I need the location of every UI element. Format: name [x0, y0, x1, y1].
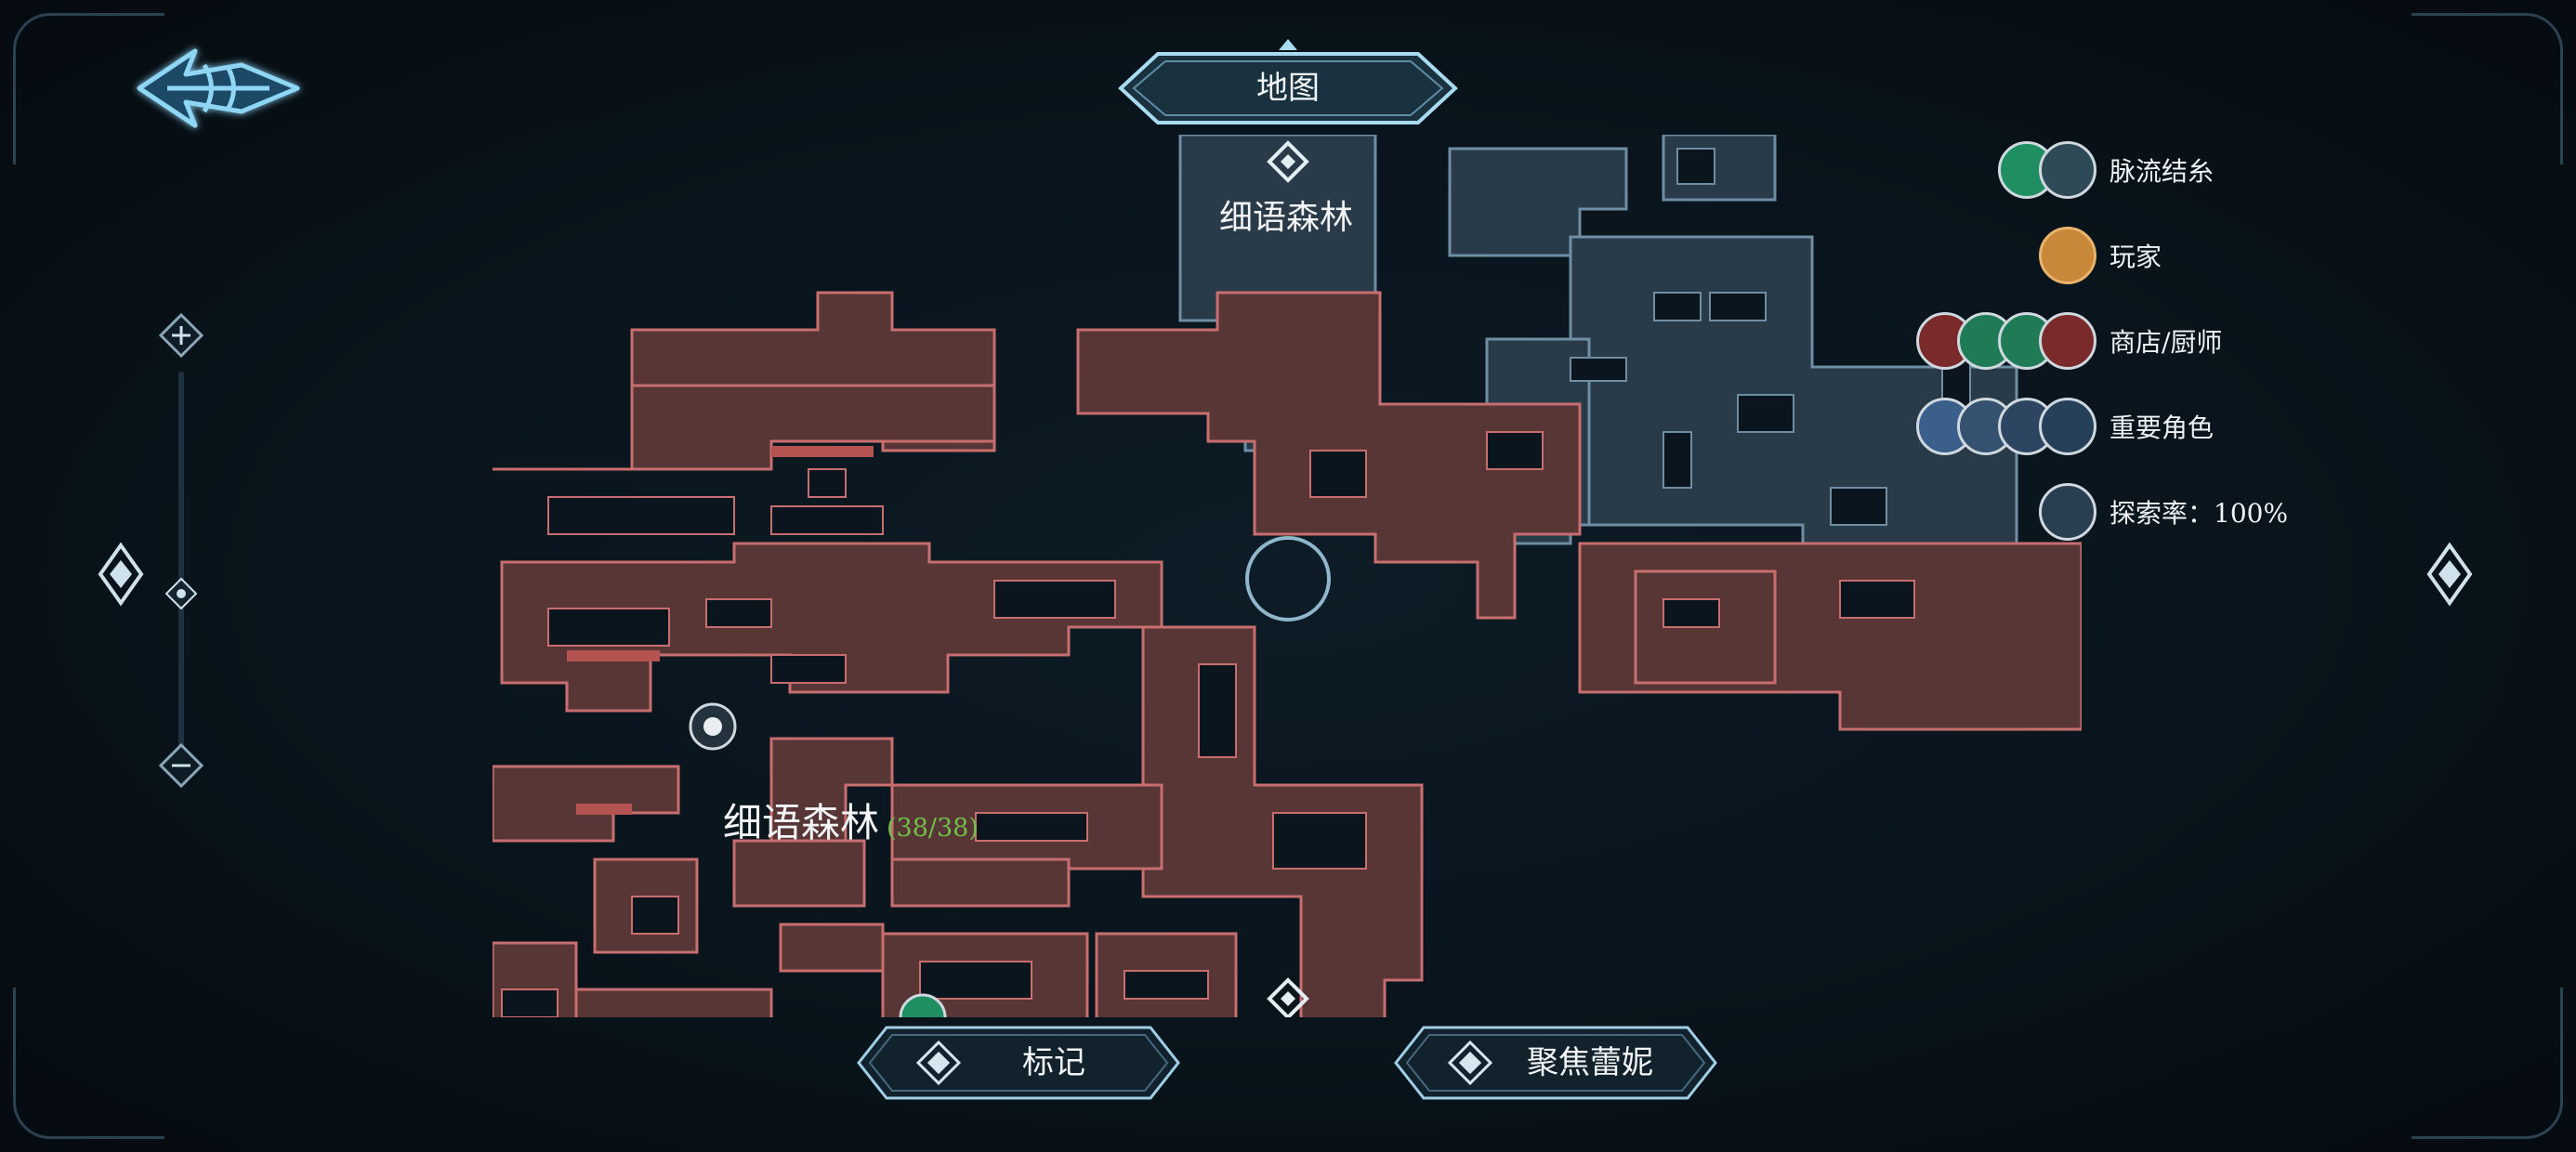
mark-button[interactable]: 标记 — [855, 1022, 1182, 1104]
frame-corner-bottom-right — [2412, 988, 2563, 1139]
player-location-marker[interactable] — [1245, 536, 1331, 622]
left-chevron-icon — [98, 542, 144, 607]
area-transition-south-icon[interactable] — [1267, 977, 1309, 1017]
focus-character-button[interactable]: 聚焦蕾妮 — [1392, 1022, 1719, 1104]
focus-button-label: 聚焦蕾妮 — [1527, 1044, 1653, 1081]
zoom-out-button[interactable] — [158, 742, 204, 789]
player-icon — [2039, 227, 2096, 284]
legend-label: 玩家 — [2109, 242, 2162, 272]
legend-label: 商店/厨师 — [2109, 327, 2223, 358]
zoom-slider-track[interactable] — [178, 372, 184, 762]
focus-icon — [1447, 1040, 1493, 1086]
legend-vein-node[interactable]: 脉流结糸 — [1998, 137, 2214, 203]
next-area-button[interactable] — [2425, 542, 2474, 607]
map-marker-vein-node[interactable] — [899, 993, 947, 1017]
legend-exploration-rate: 探索率：100% — [1998, 479, 2288, 544]
legend-label: 脉流结糸 — [2109, 156, 2215, 187]
frame-corner-top-right — [2412, 13, 2563, 164]
character-icon — [2039, 398, 2096, 455]
legend-label: 重要角色 — [2109, 412, 2215, 443]
zoom-thumb-icon — [164, 577, 198, 610]
area-label-north: 细语森林 — [1219, 199, 1354, 237]
zoom-in-icon — [158, 312, 204, 359]
vein-node-icon — [2039, 141, 2096, 199]
exploration-rate: 探索率：100% — [2109, 498, 2289, 529]
area-transition-north-icon[interactable] — [1267, 140, 1309, 183]
zoom-slider-thumb[interactable] — [164, 577, 198, 610]
legend-player[interactable]: 玩家 — [1998, 223, 2162, 288]
frame-corner-top-left — [13, 13, 164, 164]
page-title: 地图 — [1256, 70, 1320, 107]
mark-button-label: 标记 — [1022, 1044, 1085, 1081]
chef-icon — [2039, 312, 2096, 370]
area-collectible-count: (38/38) — [887, 814, 979, 843]
previous-area-button[interactable] — [97, 542, 145, 607]
map-title-plate: 地图 — [1102, 37, 1474, 139]
area-name: 细语森林 — [723, 800, 880, 845]
world-map[interactable] — [493, 135, 2082, 1017]
legend-key-characters[interactable]: 重要角色 — [1916, 394, 2215, 459]
frame-corner-bottom-left — [13, 988, 164, 1139]
right-chevron-icon — [2426, 542, 2473, 607]
area-label-current: 细语森林(38/38) — [723, 792, 979, 848]
back-button[interactable] — [130, 37, 307, 139]
mark-icon — [915, 1040, 962, 1086]
back-arrow-icon — [137, 48, 300, 128]
legend-shop-chef[interactable]: 商店/厨师 — [1916, 308, 2223, 373]
zoom-out-icon — [158, 742, 204, 789]
exploration-compass-icon — [2039, 483, 2096, 541]
map-marker-npc[interactable] — [689, 702, 737, 751]
zoom-in-button[interactable] — [158, 312, 204, 359]
